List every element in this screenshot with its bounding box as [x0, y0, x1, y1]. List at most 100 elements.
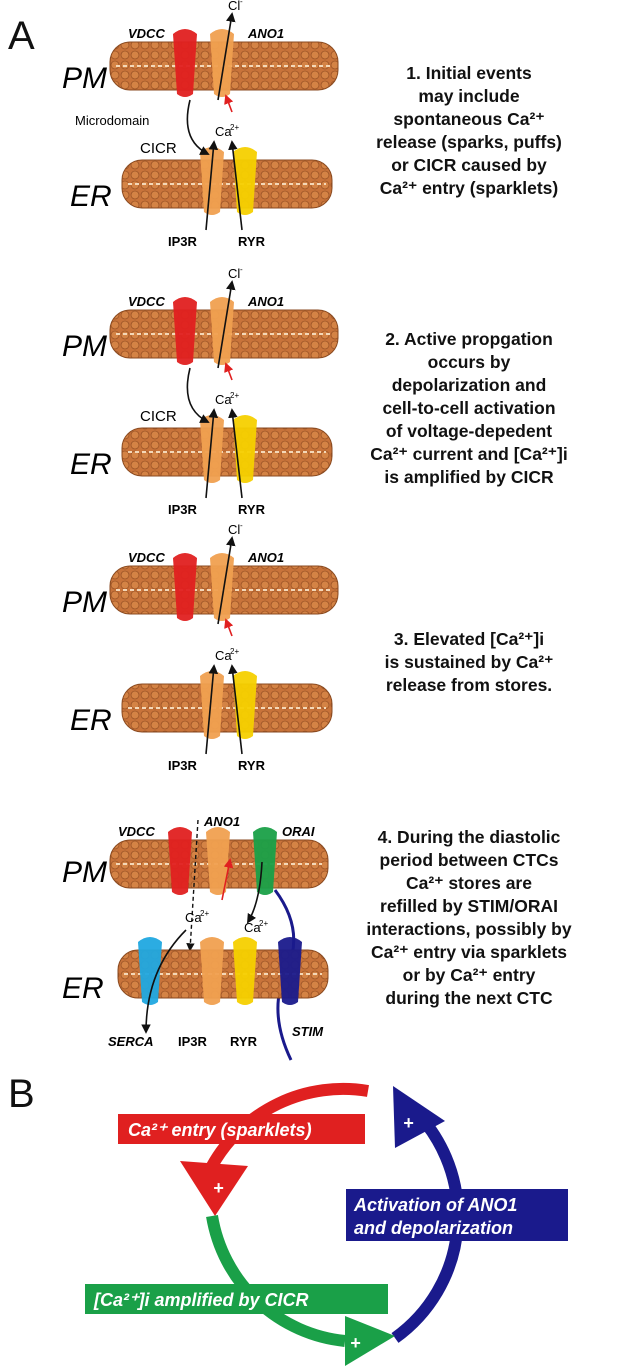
vdcc-channel-4 — [168, 827, 192, 895]
orai-label: ORAI — [282, 824, 315, 839]
ip3r-release-arrow — [205, 140, 219, 231]
ano1-label: ANO1 — [247, 550, 284, 565]
vdcc-label-4: VDCC — [118, 824, 155, 839]
ip3r-release-arrow — [205, 664, 219, 755]
ca-label-sup: 2+ — [230, 123, 239, 132]
cl-label-sup: - — [240, 521, 243, 530]
panel-b-letter: B — [8, 1072, 35, 1116]
step-1-line: release (sparks, puffs) — [376, 132, 562, 152]
green-label-box — [85, 1284, 388, 1314]
ip3r-label: IP3R — [168, 502, 198, 517]
step-3-line: is sustained by Ca²⁺ — [384, 652, 554, 672]
stim-protein — [278, 937, 302, 1005]
step-1-line: Ca²⁺ entry (sparklets) — [379, 178, 559, 198]
pm-label-4: PM — [62, 856, 107, 889]
serca-label: SERCA — [108, 1034, 154, 1049]
step-1-line: 1. Initial events — [406, 63, 532, 83]
cl-label: Cl — [228, 522, 240, 537]
ip3r-channel — [200, 147, 224, 215]
cl-efflux-arrow — [217, 280, 236, 369]
ryr-release-arrow — [228, 140, 243, 231]
ca-label: Ca — [215, 648, 232, 663]
ca-label-4b-sup: 2+ — [259, 919, 268, 928]
step-1-line: may include — [418, 86, 520, 106]
cicr-arrow — [186, 367, 210, 423]
step-2-line: occurs by — [427, 352, 511, 372]
ryr-release-arrow — [228, 408, 243, 499]
vdcc-channel — [173, 29, 197, 97]
step-2-line: of voltage-depedent — [385, 421, 553, 441]
ca-label-sup: 2+ — [230, 391, 239, 400]
ca-label-4b: Ca — [244, 920, 261, 935]
step-4-line: interactions, possibly by — [366, 919, 572, 939]
pm-label: PM — [62, 586, 107, 619]
step-2-line: depolarization and — [391, 375, 547, 395]
step-1-line: spontaneous Ca²⁺ — [393, 109, 545, 129]
ca-entry-arrow — [224, 94, 234, 113]
step-4-line: period between CTCs — [379, 850, 559, 870]
ryr-channel-4 — [233, 937, 257, 1005]
cl-label: Cl — [228, 0, 240, 13]
ryr-label: RYR — [238, 234, 266, 249]
green-plus: + — [350, 1333, 361, 1353]
step-2-text: 2. Active propgation occurs by depolariz… — [339, 328, 599, 489]
ca-label: Ca — [215, 124, 232, 139]
er-label: ER — [70, 704, 112, 737]
cl-label-sup: - — [240, 265, 243, 274]
microdomain-label: Microdomain — [75, 113, 149, 128]
ip3r-label: IP3R — [168, 234, 198, 249]
cicr-label: CICR — [140, 140, 177, 157]
step-4-text: 4. During the diastolic period between C… — [339, 826, 599, 1010]
step-1-line: or CICR caused by — [391, 155, 547, 175]
ip3r-label-4: IP3R — [178, 1034, 208, 1049]
er-label: ER — [70, 180, 112, 213]
ryr-label: RYR — [238, 758, 266, 773]
ano1-label: ANO1 — [247, 26, 284, 41]
ano1-label: ANO1 — [247, 294, 284, 309]
green-arc — [206, 1215, 346, 1347]
ca-label-sup: 2+ — [230, 647, 239, 656]
cicr-label: CICR — [140, 408, 177, 425]
step-2-line: is amplified by CICR — [384, 467, 554, 487]
vdcc-label: VDCC — [128, 550, 165, 565]
green-arrowhead — [345, 1316, 395, 1366]
pm-label: PM — [62, 330, 107, 363]
ip3r-channel-4 — [200, 937, 224, 1005]
cl-efflux-arrow — [217, 536, 236, 625]
er-label: ER — [70, 448, 112, 481]
vdcc-channel — [173, 553, 197, 621]
vdcc-channel — [173, 297, 197, 365]
green-label: [Ca²⁺]i amplified by CICR — [93, 1290, 309, 1310]
ca-label-4a: Ca — [185, 910, 202, 925]
step-3-line: 3. Elevated [Ca²⁺]i — [393, 629, 545, 649]
ip3r-release-arrow — [205, 408, 219, 499]
ryr-label-4: RYR — [230, 1034, 258, 1049]
ip3r-label: IP3R — [168, 758, 198, 773]
red-arrowhead — [180, 1161, 248, 1216]
panel-b-cycle: + + + Ca²⁺ entry (sparklets) Activation … — [85, 1082, 568, 1366]
step-3-text: 3. Elevated [Ca²⁺]i is sustained by Ca²⁺… — [339, 628, 599, 697]
blue-label-1: Activation of ANO1 — [353, 1195, 517, 1215]
ano1-channel — [210, 297, 234, 365]
red-label: Ca²⁺ entry (sparklets) — [128, 1120, 312, 1140]
step-4-line: during the next CTC — [385, 988, 553, 1008]
stim-label: STIM — [292, 1024, 324, 1039]
ano1-channel — [210, 553, 234, 621]
vdcc-label: VDCC — [128, 294, 165, 309]
step-4-line: refilled by STIM/ORAI — [380, 896, 558, 916]
serca-pump — [138, 937, 162, 1005]
step-4-line: Ca²⁺ stores are — [406, 873, 532, 893]
ca-label: Ca — [215, 392, 232, 407]
step-4-line: Ca²⁺ entry via sparklets — [371, 942, 567, 962]
ano1-channel-4 — [206, 827, 230, 895]
cl-label-sup: - — [240, 0, 243, 6]
orai-entry-arrow — [247, 861, 263, 924]
ano1-label-4: ANO1 — [203, 814, 240, 829]
serca-uptake-arrow — [141, 929, 187, 1034]
blue-label-box — [346, 1189, 568, 1241]
orai-channel — [253, 827, 277, 895]
ano1-channel — [210, 29, 234, 97]
red-arc — [206, 1082, 369, 1169]
ryr-release-arrow — [228, 664, 243, 755]
